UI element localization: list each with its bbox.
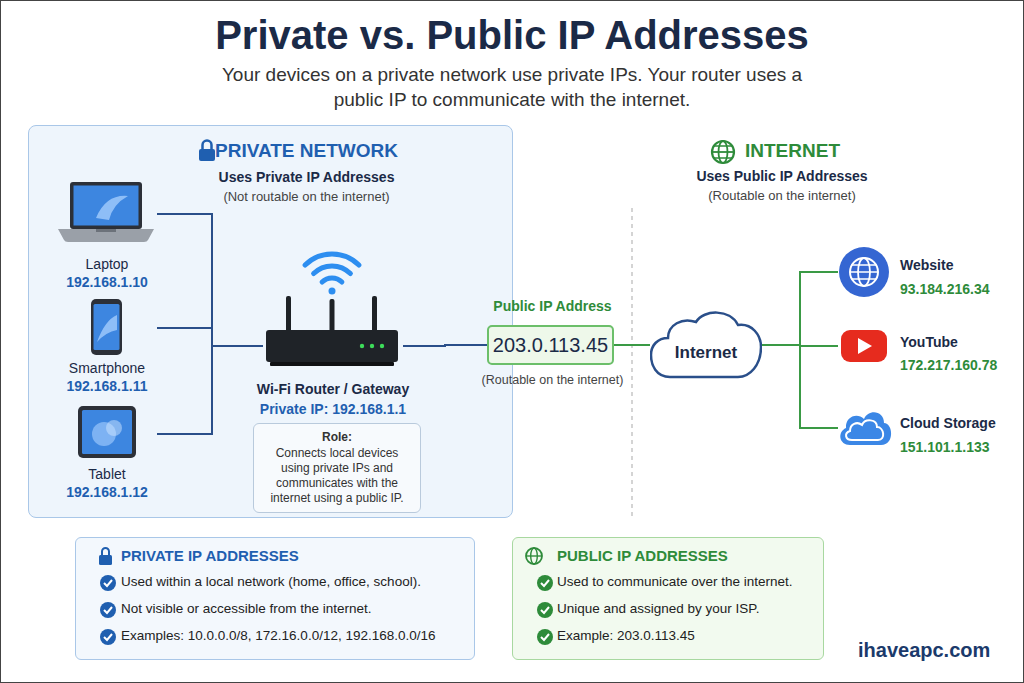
storage-icon [846, 420, 883, 440]
connector-line [762, 272, 838, 345]
node-text: Website [900, 257, 1024, 274]
diagram-caption: Your devices on a private network use pr… [212, 62, 812, 112]
node-text: 192.168.1.12 [37, 484, 177, 501]
node-text: Examples: 10.0.0.0/8, 172.16.0.0/12, 192… [121, 628, 471, 644]
website-icon [839, 247, 889, 297]
divider-line [631, 208, 632, 520]
device-node: Smartphone192.168.1.11 [57, 299, 157, 357]
node-text: 192.168.1.11 [37, 378, 177, 395]
node-text: Connects local devices using private IPs… [261, 446, 413, 506]
globe-icon [712, 141, 734, 163]
node-text: 192.168.1.10 [37, 274, 177, 291]
node-text: Public IP Address [464, 298, 641, 315]
node-text: 93.184.216.34 [900, 281, 1024, 298]
service-node: Website93.184.216.34 [838, 246, 890, 298]
node-text: 172.217.160.78 [900, 357, 1024, 374]
info-box: PRIVATE IP ADDRESSES Used within a local … [75, 537, 475, 660]
node-text: Smartphone [37, 360, 177, 377]
text-label: Uses Public IP Addresses [662, 168, 902, 185]
node-text: 203.0.113.45 [489, 333, 612, 357]
service-node: YouTube172.217.160.78 [838, 320, 890, 372]
node-text: Used within a local network (home, offic… [121, 574, 471, 590]
storage-icon [840, 412, 891, 445]
node-text: Tablet [37, 466, 177, 483]
website-icon [839, 247, 889, 297]
node-text: (Routable on the internet) [459, 373, 646, 388]
node-text: Unique and assigned by your ISP. [557, 601, 821, 617]
node-text: Wi-Fi Router / Gateway [233, 381, 433, 398]
node-text: Example: 203.0.113.45 [557, 628, 821, 644]
globe-icon [714, 146, 732, 158]
divider-line [632, 208, 633, 520]
website-icon [850, 258, 878, 286]
node-text: Used to communicate over the internet. [557, 574, 821, 590]
node-text: 151.101.1.133 [900, 439, 1024, 456]
service-node: Cloud Storage151.101.1.133 [838, 402, 890, 454]
globe-icon [712, 151, 734, 153]
node-text: YouTube [900, 334, 1024, 351]
node-text: Private IP: 192.168.1.1 [233, 401, 433, 418]
connector-line [762, 345, 838, 346]
node-text: (Not routable on the internet) [99, 189, 514, 205]
node-text: Laptop [37, 256, 177, 273]
video-icon [841, 330, 887, 362]
node-text: Internet [650, 343, 762, 363]
cloud-shape: Internet [650, 305, 762, 385]
node-text: Role: [254, 430, 420, 445]
connector-line [614, 344, 650, 346]
node-text: Cloud Storage [900, 415, 1024, 432]
node-text: PRIVATE IP ADDRESSES [121, 547, 461, 565]
video-icon [841, 330, 887, 362]
cloud-outline [651, 313, 761, 377]
device-node: Laptop192.168.1.10 [57, 181, 157, 247]
globe-icon [719, 141, 728, 163]
website-icon [850, 265, 878, 279]
text-label: INTERNET [745, 140, 915, 163]
node-text: Not visible or accessible from the inter… [121, 601, 471, 617]
connector-line [762, 345, 838, 428]
node-text: PRIVATE NETWORK [99, 140, 514, 163]
network-panel: PRIVATE NETWORK Uses Private IP Addresses… [28, 125, 513, 518]
device-node: Tablet192.168.1.12 [57, 406, 157, 462]
storage-icon [840, 412, 891, 445]
node-text: Uses Private IP Addresses [99, 169, 514, 186]
diagram-title: Private vs. Public IP Addresses [0, 12, 1024, 58]
node-text: PUBLIC IP ADDRESSES [557, 547, 817, 565]
text-label: (Routable on the internet) [662, 188, 902, 204]
text-label: ihaveapc.com [858, 638, 1008, 662]
website-icon [858, 258, 870, 286]
check-icon [100, 575, 553, 645]
router-node: Wi-Fi Router / GatewayPrivate IP: 192.16… [263, 253, 403, 373]
info-box: PUBLIC IP ADDRESSES Used to communicate o… [512, 537, 824, 660]
address-box: Public IP Address203.0.113.45(Routable o… [487, 325, 614, 365]
role-box: Role:Connects local devices using privat… [253, 423, 421, 513]
video-icon [858, 338, 872, 354]
